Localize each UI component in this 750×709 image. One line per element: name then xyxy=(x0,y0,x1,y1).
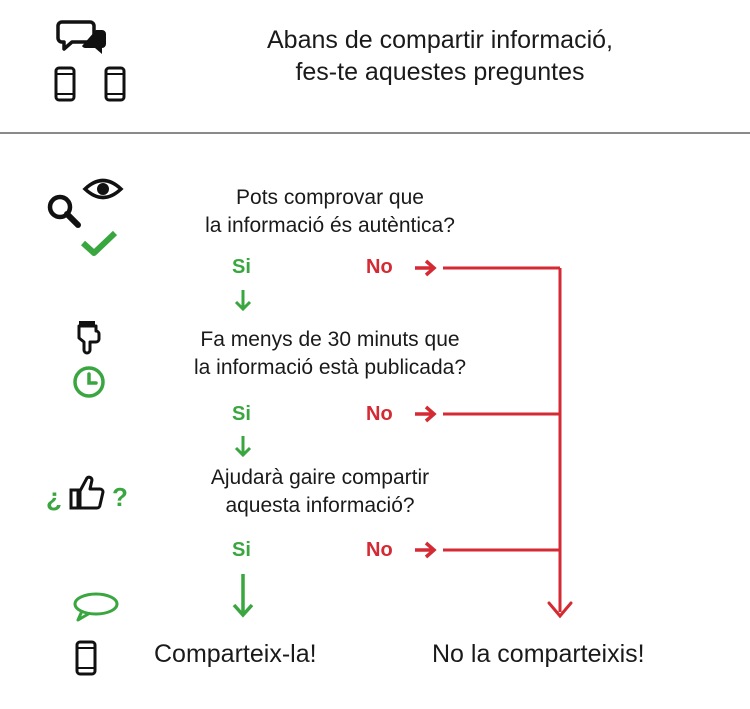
eye-icon xyxy=(82,178,124,200)
smartphone-icon xyxy=(75,640,97,676)
inverted-question-mark: ¿ xyxy=(46,482,62,512)
clock-icon xyxy=(73,366,105,398)
question-3-line-1: Ajudarà gaire compartir xyxy=(210,466,430,489)
checkmark-icon xyxy=(80,230,118,256)
thumbs-up-icon xyxy=(69,475,105,510)
no-label-2: No xyxy=(366,403,393,425)
question-2-line-2: la informació està publicada? xyxy=(194,356,466,379)
yes-label-3: Si xyxy=(232,539,251,561)
question-1-line-1: Pots comprovar que xyxy=(236,186,424,209)
right-arrow-icon xyxy=(415,405,437,423)
question-mark: ? xyxy=(112,482,128,512)
yes-label-2: Si xyxy=(232,403,251,425)
smartphone-icon xyxy=(54,66,76,102)
divider xyxy=(0,132,750,134)
magnifier-icon xyxy=(47,194,81,228)
chat-bubbles-icon xyxy=(56,20,106,54)
smartphone-icon xyxy=(104,66,126,102)
no-label-1: No xyxy=(366,256,393,278)
right-arrow-icon xyxy=(415,541,437,559)
down-arrow-icon xyxy=(234,436,252,458)
share-outcome: Comparteix-la! xyxy=(154,640,317,668)
speech-bubble-icon xyxy=(73,592,119,622)
long-down-arrow-icon xyxy=(232,574,254,618)
pointing-hand-icon xyxy=(77,321,101,355)
yes-label-1: Si xyxy=(232,256,251,278)
question-2-line-1: Fa menys de 30 minuts que xyxy=(200,328,460,351)
title-line-1: Abans de compartir informació, xyxy=(267,26,613,54)
title-line-2: fes-te aquestes preguntes xyxy=(295,58,585,86)
question-3-line-2: aquesta informació? xyxy=(225,494,415,517)
right-arrow-icon xyxy=(415,259,437,277)
down-arrow-icon xyxy=(234,290,252,312)
question-1-line-2: la informació és autèntica? xyxy=(205,214,455,237)
no-label-3: No xyxy=(366,539,393,561)
dont-share-outcome: No la comparteixis! xyxy=(432,640,645,668)
